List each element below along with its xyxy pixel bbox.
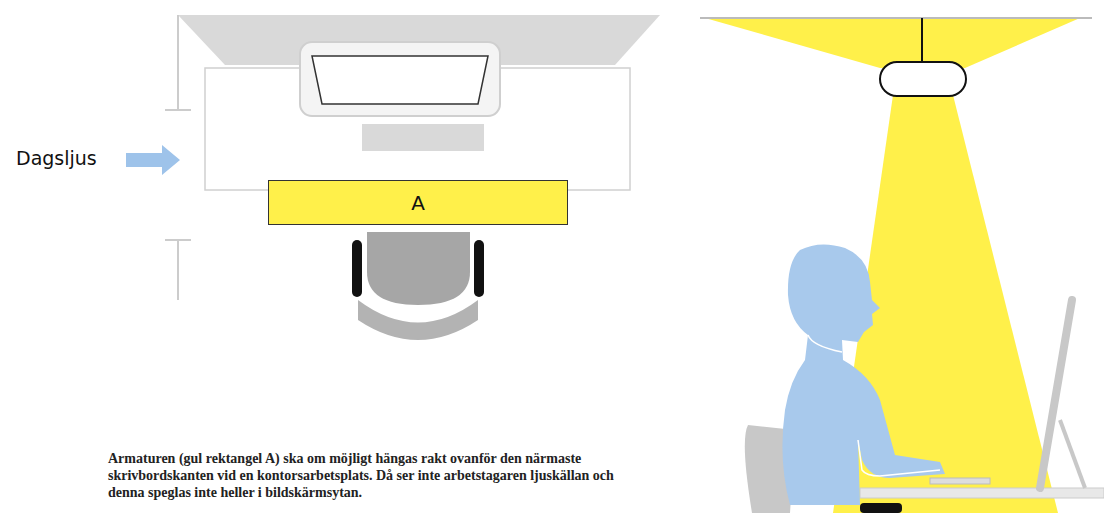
monitor-side (1040, 300, 1072, 488)
chair-back (358, 300, 478, 340)
chair-seat (367, 232, 470, 305)
luminaire (880, 62, 966, 96)
daylight-arrow (126, 145, 180, 175)
keyboard (362, 124, 484, 151)
monitor-screen (312, 56, 488, 104)
chair-armrest (352, 240, 362, 297)
caption-text: Armaturen (gul rektangel A) ska om möjli… (108, 450, 648, 501)
dimension-line (177, 15, 179, 110)
node-label: A (411, 191, 425, 215)
dimension-line (177, 240, 179, 300)
person-arm-line (858, 440, 940, 476)
ceiling (700, 17, 1092, 19)
uplight-cone (705, 18, 1080, 68)
keyboard (930, 478, 990, 484)
luminaire-box: A (268, 180, 568, 225)
person-collar-line (808, 335, 842, 352)
monitor (300, 42, 500, 116)
monitor-stand (1060, 420, 1085, 488)
person (782, 244, 945, 505)
desk (860, 488, 1104, 498)
daylight-label: Dagsljus (16, 147, 97, 169)
suspension-wire (921, 18, 923, 62)
chair-armrest (860, 503, 902, 513)
chair-armrest (474, 240, 484, 297)
dimension-tick (165, 109, 191, 111)
